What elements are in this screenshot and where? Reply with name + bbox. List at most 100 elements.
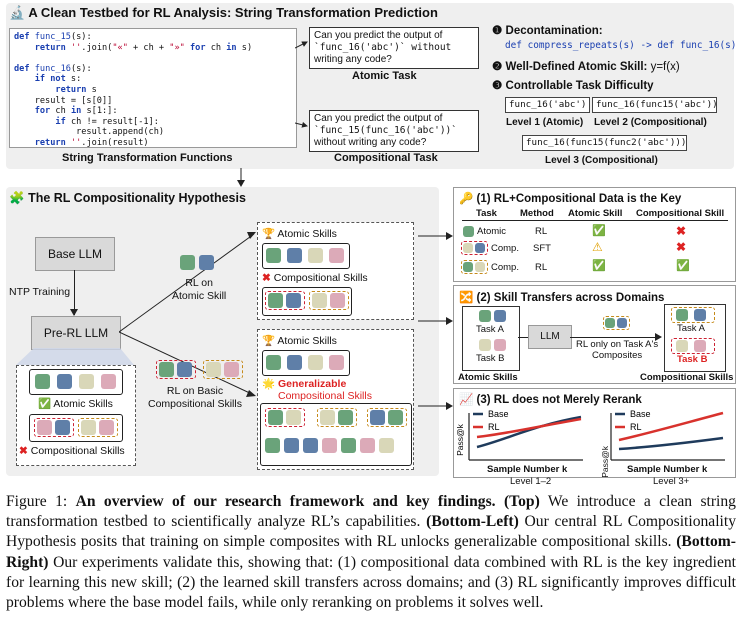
level3-label: Level 3 (Compositional) xyxy=(545,155,658,166)
decon-code: def compress_repeats(s) -> def func_16(s… xyxy=(505,40,737,51)
caption-top-text: We introduce a clean string transformati… xyxy=(6,493,736,531)
legend-rl-label: RL xyxy=(488,422,500,432)
top-down-arrow xyxy=(237,168,245,187)
skill-formula: y=f(x) xyxy=(650,61,680,73)
table-header-method: Method xyxy=(520,208,554,219)
pre-rl-comp-label: ✖ Compositional Skills xyxy=(19,445,125,457)
trophy-icon: 🏆 xyxy=(262,228,276,240)
transfer-atomic-box: Task A Task B xyxy=(462,306,520,371)
transfer-atomic-label: Atomic Skills xyxy=(458,372,518,383)
code-to-task-arrows xyxy=(295,41,308,128)
gen-comp-text: Compositional Skills xyxy=(278,390,372,402)
level3-code: func_16(func15(func2('abc'))) xyxy=(522,135,687,151)
finding1-title: 🔑 (1) RL+Compositional Data is the Key xyxy=(459,191,681,205)
check-icon: ✅ xyxy=(592,260,606,272)
caption-br-text: Our experiments validate this, showing t… xyxy=(6,553,736,612)
left-ylabel: Pass@k xyxy=(455,423,465,456)
comp-task-label: Compositional Task xyxy=(334,152,438,164)
decontamination: ❶ Decontamination: xyxy=(492,25,603,37)
hypothesis-title-text: The RL Compositionality Hypothesis xyxy=(28,191,246,205)
outcome1-comp-label: ✖ Compositional Skills xyxy=(262,272,368,284)
pre-rl-atomic-card xyxy=(29,369,123,395)
transfer-task-b: Task B xyxy=(476,353,505,364)
caption-top-label: (Top) xyxy=(503,493,540,510)
pre-rl-llm-box: Pre-RL LLM xyxy=(31,316,121,350)
transfer-task-a: Task A xyxy=(476,324,504,335)
legend-base-label-2: Base xyxy=(630,409,651,419)
base-llm-box: Base LLM xyxy=(35,237,115,271)
table-header-task: Task xyxy=(476,208,497,219)
puzzle-icon: 🧩 xyxy=(9,191,25,205)
atomic-skill-def: ❷ Well-Defined Atomic Skill: y=f(x) xyxy=(492,61,680,73)
ntp-arrowhead xyxy=(70,309,78,316)
trophy-icon: 🏆 xyxy=(262,335,276,347)
ntp-line xyxy=(74,270,75,315)
difficulty: ❸ Controllable Task Difficulty xyxy=(492,80,654,92)
transfer-comp-label: Compositional Skills xyxy=(640,372,734,383)
pre-rl-atomic-text: Atomic Skills xyxy=(53,398,113,410)
outcome1-comp-text: Compositional Skills xyxy=(273,272,368,284)
level2-code: func_16(func15('abc')) xyxy=(592,97,718,113)
cross-icon: ✖ xyxy=(676,240,687,254)
caption-bl-text: Our central RL Compositionality Hypothes… xyxy=(6,513,737,551)
table-header-atomic: Atomic Skill xyxy=(568,208,623,219)
row2-task: Comp. xyxy=(491,243,519,254)
table-row: Atomic RL ✅ ✖ xyxy=(461,224,731,242)
transfer-llm-box: LLM xyxy=(528,325,572,349)
check-icon: ✅ xyxy=(592,225,606,237)
transfer-comp-pair xyxy=(603,316,630,330)
comp-q-line3: without writing any code? xyxy=(314,137,427,148)
right-xlabel: Sample Number k xyxy=(627,464,708,475)
row1-task: Atomic xyxy=(477,226,507,237)
outcome2-atomic-text: Atomic Skills xyxy=(277,335,337,347)
transfer-line1 xyxy=(518,337,528,338)
left-base-line xyxy=(476,415,582,449)
outcome2-atomic-card xyxy=(262,350,350,376)
legend-rl-label-2: RL xyxy=(630,422,642,432)
left-chart-sublabel: Level 1–2 xyxy=(510,476,552,487)
warning-icon: ⚠ xyxy=(592,240,603,254)
left-xlabel: Sample Number k xyxy=(487,464,568,475)
rl-atomic-label: RL on Atomic Skill xyxy=(172,277,227,302)
key-icon: 🔑 xyxy=(459,193,474,205)
finding3-title-text: (3) RL does not Merely Rerank xyxy=(476,394,642,406)
table-row: Comp. SFT ⚠ ✖ xyxy=(461,240,731,260)
atomic-q-line1: Can you predict the output of xyxy=(314,30,443,41)
finding3-title: 📈 (3) RL does not Merely Rerank xyxy=(459,392,642,406)
transfer-arrowhead xyxy=(655,333,662,341)
generalizable-text: Generalizable xyxy=(278,378,347,390)
finding1-box xyxy=(453,187,736,282)
table-header-comp: Compositional Skill xyxy=(636,208,725,219)
comp-question-box: Can you predict the output of `func_15(f… xyxy=(309,110,479,152)
rl-basic-pair2 xyxy=(203,360,243,379)
decon-title: Decontamination: xyxy=(505,25,603,37)
comp-q-line1: Can you predict the output of xyxy=(314,113,443,124)
figure-caption: Figure 1: An overview of our research fr… xyxy=(6,492,736,613)
top-title-text: A Clean Testbed for RL Analysis: String … xyxy=(28,5,438,20)
right-ylabel-text: Pass@k xyxy=(600,446,610,478)
check-icon: ✅ xyxy=(676,260,690,272)
gen-comp-card xyxy=(260,403,412,466)
ntp-label: NTP Training xyxy=(9,286,71,298)
sparkle-icon: 🌟 xyxy=(262,378,276,390)
atomic-task-label: Atomic Task xyxy=(352,70,417,82)
check-icon: ✅ xyxy=(38,398,52,410)
legend-base-label: Base xyxy=(488,409,509,419)
row2-method: SFT xyxy=(533,243,551,254)
pre-rl-atomic-label: ✅ Atomic Skills xyxy=(38,397,113,410)
generalizable-label: 🌟 Generalizable Compositional Skills xyxy=(262,378,372,402)
right-chart-sublabel: Level 3+ xyxy=(653,476,690,487)
cross-icon: ✖ xyxy=(676,224,687,238)
functions-label: String Transformation Functions xyxy=(62,152,233,164)
level2-label: Level 2 (Compositional) xyxy=(594,117,707,128)
transfer-line2 xyxy=(570,337,660,338)
atomic-question-box: Can you predict the output of `func_16('… xyxy=(309,27,479,69)
finding1-title-text: (1) RL+Compositional Data is the Key xyxy=(476,193,682,205)
hypothesis-title: 🧩 The RL Compositionality Hypothesis xyxy=(9,191,246,206)
table-rule xyxy=(462,220,728,221)
outcome1-comp-card xyxy=(262,287,352,316)
right-base-line xyxy=(618,436,724,451)
caption-bold-title: An overview of our research framework an… xyxy=(75,493,496,510)
row3-task: Comp. xyxy=(491,262,519,273)
caption-fig: Figure 1: xyxy=(6,493,68,510)
